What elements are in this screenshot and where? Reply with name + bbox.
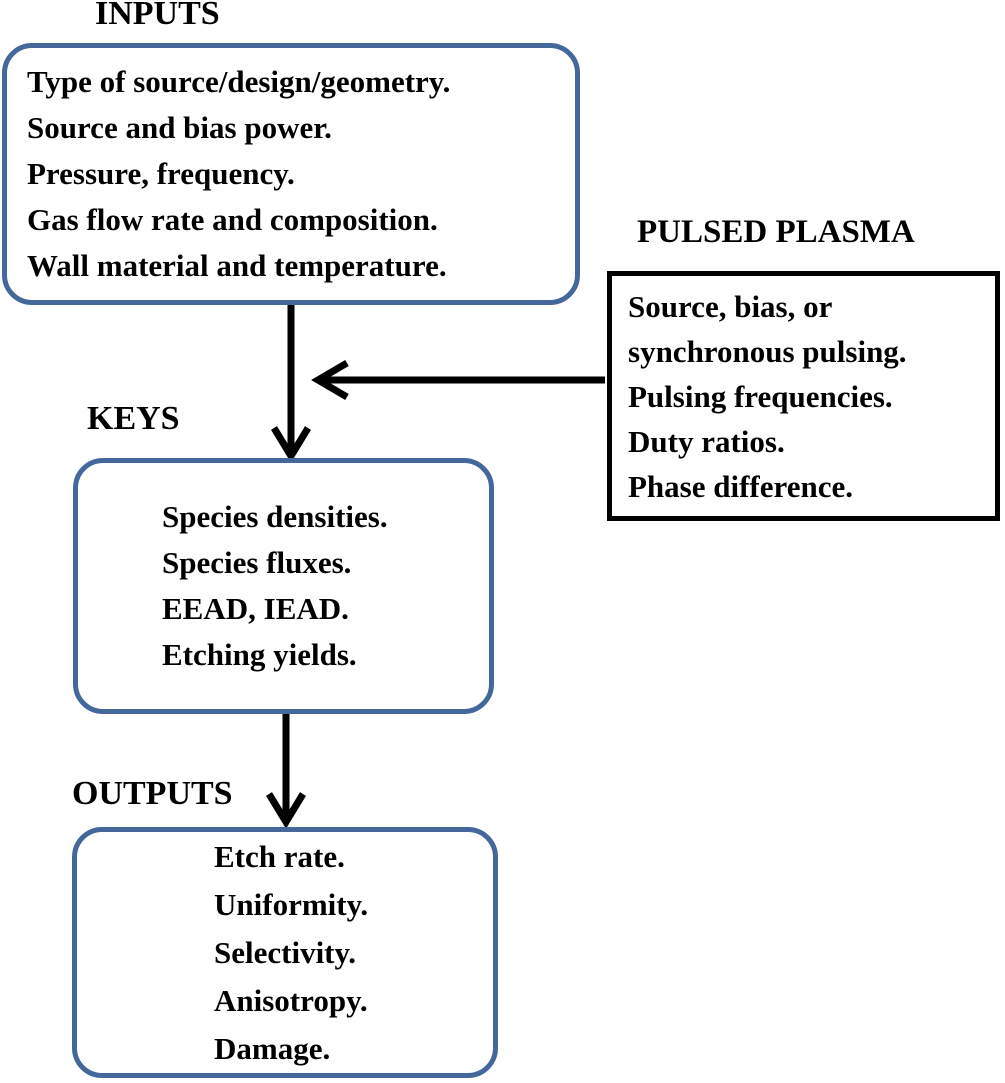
outputs-line: Uniformity. xyxy=(214,886,369,922)
keys-line: EEAD, IEAD. xyxy=(162,591,349,626)
inputs-line: Source and bias power. xyxy=(27,110,332,145)
arrow-left-head-icon xyxy=(311,359,349,401)
inputs-line: Gas flow rate and composition. xyxy=(27,202,438,237)
pulsed-plasma-line: synchronous pulsing. xyxy=(628,333,907,369)
inputs-line: Pressure, frequency. xyxy=(27,156,295,191)
inputs-line: Type of source/design/geometry. xyxy=(27,64,451,99)
inputs-title: INPUTS xyxy=(95,0,220,32)
arrow-down-head-icon xyxy=(266,792,306,829)
outputs-title: OUTPUTS xyxy=(72,775,233,812)
pulsed-plasma-line: Source, bias, or xyxy=(628,288,833,324)
outputs-line: Anisotropy. xyxy=(214,982,368,1018)
keys-line: Etching yields. xyxy=(162,637,357,672)
arrow-keys-to-outputs xyxy=(266,711,306,829)
inputs-line: Wall material and temperature. xyxy=(27,248,447,283)
arrow-inputs-to-keys xyxy=(271,303,311,463)
outputs-line: Selectivity. xyxy=(214,934,357,970)
arrow-pulsed-to-connector xyxy=(311,359,605,401)
keys-box: Species densities. Species fluxes. EEAD,… xyxy=(73,458,494,714)
outputs-box: Etch rate. Uniformity. Selectivity. Anis… xyxy=(72,827,498,1078)
pulsed-plasma-line: Pulsing frequencies. xyxy=(628,378,893,414)
pulsed-plasma-line: Duty ratios. xyxy=(628,423,785,459)
inputs-box: Type of source/design/geometry. Source a… xyxy=(2,43,580,305)
keys-title: KEYS xyxy=(87,400,180,437)
pulsed-plasma-line: Phase difference. xyxy=(628,468,853,504)
pulsed-plasma-box: Source, bias, or synchronous pulsing. Pu… xyxy=(607,271,1000,521)
outputs-line: Damage. xyxy=(214,1030,331,1066)
keys-line: Species fluxes. xyxy=(162,545,352,580)
outputs-line: Etch rate. xyxy=(214,838,345,874)
pulsed-plasma-title: PULSED PLASMA xyxy=(637,214,915,250)
arrow-down-head-icon xyxy=(271,426,311,463)
keys-line: Species densities. xyxy=(162,499,388,534)
